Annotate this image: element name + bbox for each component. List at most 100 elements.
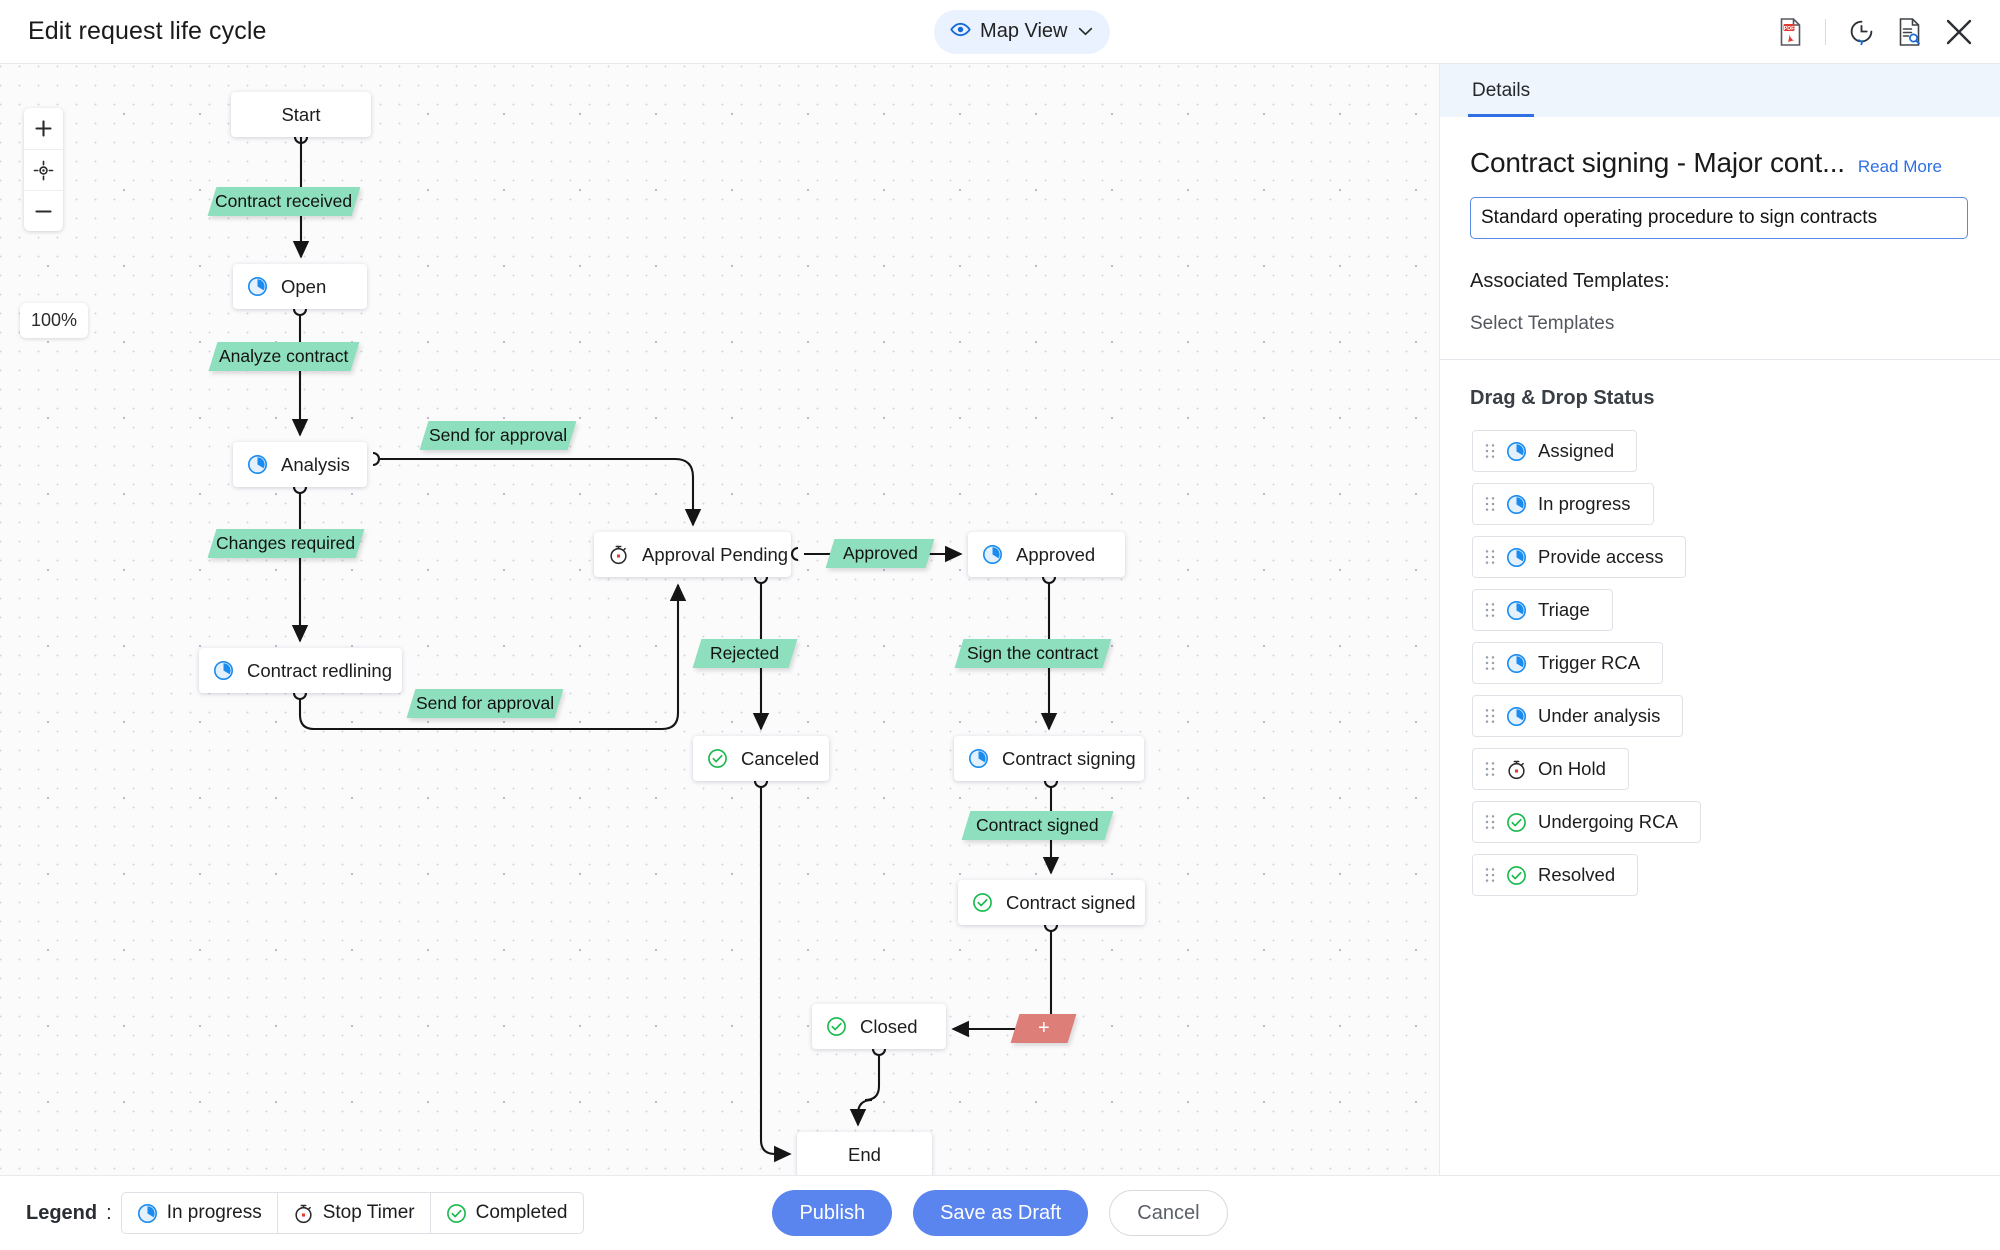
chevron-down-icon [1078,23,1093,40]
drag-handle-icon[interactable] [1485,761,1495,777]
drag-handle-icon[interactable] [1485,602,1495,618]
edge-label-send-for-approval-2[interactable]: Send for approval [406,689,564,718]
edge-label-sign-the-contract[interactable]: Sign the contract [954,639,1112,668]
flow-node-closed[interactable]: Closed [812,1004,946,1049]
status-item-label: Undergoing RCA [1538,811,1678,832]
flow-node-start[interactable]: Start [231,92,371,137]
in-progress-icon [1506,494,1527,515]
status-item-resolved[interactable]: Resolved [1472,854,1639,896]
completed-icon [972,892,993,913]
flow-node-approval-pending[interactable]: Approval Pending [594,532,791,577]
completed-icon [826,1016,847,1037]
add-status-button[interactable]: + [1010,1014,1077,1043]
status-item-in-progress[interactable]: In progress [1472,483,1654,525]
edge-label-changes-required[interactable]: Changes required [207,529,365,558]
flow-node-contract-redlining[interactable]: Contract redlining [199,648,402,693]
panel-tab-bar: Details [1440,64,2000,117]
status-item-label: On Hold [1538,758,1606,779]
completed-icon [446,1203,467,1224]
completed-icon [707,748,728,769]
panel-header: Contract signing - Major cont... Read Mo… [1440,117,2000,335]
flow-node-label: Canceled [741,747,820,769]
flow-node-label: Contract signed [1006,891,1136,913]
legend-items: In progress Stop Timer Completed [120,1192,584,1234]
flow-node-contract-signed[interactable]: Contract signed [958,880,1145,925]
zoom-level-label: 100% [20,303,89,338]
status-item-label: Provide access [1538,546,1664,567]
zoom-out-button[interactable] [24,190,63,231]
flow-node-contract-signing[interactable]: Contract signing [954,736,1144,781]
status-item-assigned[interactable]: Assigned [1472,430,1638,472]
status-item-label: In progress [1538,493,1631,514]
edge-label-analyze-contract[interactable]: Analyze contract [208,342,360,371]
edge-label-approved[interactable]: Approved [825,539,935,568]
status-item-triage[interactable]: Triage [1472,589,1613,631]
edge-label-contract-received[interactable]: Contract received [207,187,361,216]
drag-handle-icon[interactable] [1485,708,1495,724]
associated-templates-label: Associated Templates: [1470,270,1670,292]
flow-node-open[interactable]: Open [233,264,367,309]
flow-node-approved[interactable]: Approved [968,532,1125,577]
drag-drop-status-title: Drag & Drop Status [1470,387,1655,409]
flow-node-label: Analysis [281,453,350,475]
legend-item-label: In progress [166,1202,262,1223]
map-view-dropdown[interactable]: Map View [934,9,1111,54]
status-item-trigger-rca[interactable]: Trigger RCA [1472,642,1664,684]
app-header: Edit request life cycle Map View [0,0,2000,64]
status-item-under-analysis[interactable]: Under analysis [1472,695,1684,737]
eye-icon [950,19,971,45]
close-icon[interactable] [1944,17,1974,47]
app-footer: Legend : In progress Stop Timer Complete… [0,1175,2000,1250]
export-pdf-icon[interactable]: PDF [1778,17,1803,46]
flow-node-end[interactable]: End [797,1132,932,1175]
legend-item-label: Completed [475,1202,568,1223]
edge-label-text: Contract received [215,191,353,211]
add-icon: + [1037,1017,1050,1039]
flow-canvas[interactable]: 100% [0,64,1440,1175]
description-input[interactable] [1470,197,1968,239]
drag-handle-icon[interactable] [1485,655,1495,671]
cancel-button[interactable]: Cancel [1109,1190,1228,1236]
completed-icon [1506,812,1527,833]
edge-label-rejected[interactable]: Rejected [692,639,798,668]
drag-handle-icon[interactable] [1485,496,1495,512]
legend-title: Legend [26,1201,98,1224]
status-item-on-hold[interactable]: On Hold [1472,748,1629,790]
drag-handle-icon[interactable] [1485,867,1495,883]
flow-node-canceled[interactable]: Canceled [693,736,829,781]
edge-label-text: Changes required [216,533,356,553]
read-more-link[interactable]: Read More [1857,157,1942,176]
publish-button[interactable]: Publish [772,1190,893,1236]
details-panel: Details Contract signing - Major cont...… [1440,64,2000,1175]
stop-timer-icon [1506,759,1527,780]
page-title: Edit request life cycle [28,17,267,45]
drag-handle-icon[interactable] [1485,443,1495,459]
tab-details[interactable]: Details [1468,80,1535,117]
flow-node-label: Contract signing [1002,747,1136,769]
edge-label-contract-signed[interactable]: Contract signed [961,811,1114,840]
flow-node-label: End [848,1143,881,1165]
in-progress-icon [1506,653,1527,674]
select-templates-link[interactable]: Select Templates [1470,313,1615,334]
in-progress-icon [137,1203,158,1224]
zoom-in-button[interactable] [24,108,63,149]
in-progress-icon [968,748,989,769]
history-clock-icon[interactable] [1848,18,1875,45]
drag-handle-icon[interactable] [1485,549,1495,565]
panel-title: Contract signing - Major cont... [1470,147,1845,178]
save-as-draft-button[interactable]: Save as Draft [913,1190,1089,1236]
header-divider [1825,18,1826,45]
document-search-icon[interactable] [1897,17,1922,46]
flow-node-analysis[interactable]: Analysis [233,442,367,487]
edge-label-text: Send for approval [415,693,555,713]
recenter-icon[interactable] [24,149,63,190]
legend: Legend : In progress Stop Timer Complete… [26,1192,584,1234]
edge-label-send-for-approval-1[interactable]: Send for approval [419,421,577,450]
status-item-provide-access[interactable]: Provide access [1472,536,1687,578]
status-item-undergoing-rca[interactable]: Undergoing RCA [1472,801,1701,843]
in-progress-icon [247,454,268,475]
in-progress-icon [1506,706,1527,727]
legend-item-stop-timer: Stop Timer [276,1193,430,1233]
drag-handle-icon[interactable] [1485,814,1495,830]
